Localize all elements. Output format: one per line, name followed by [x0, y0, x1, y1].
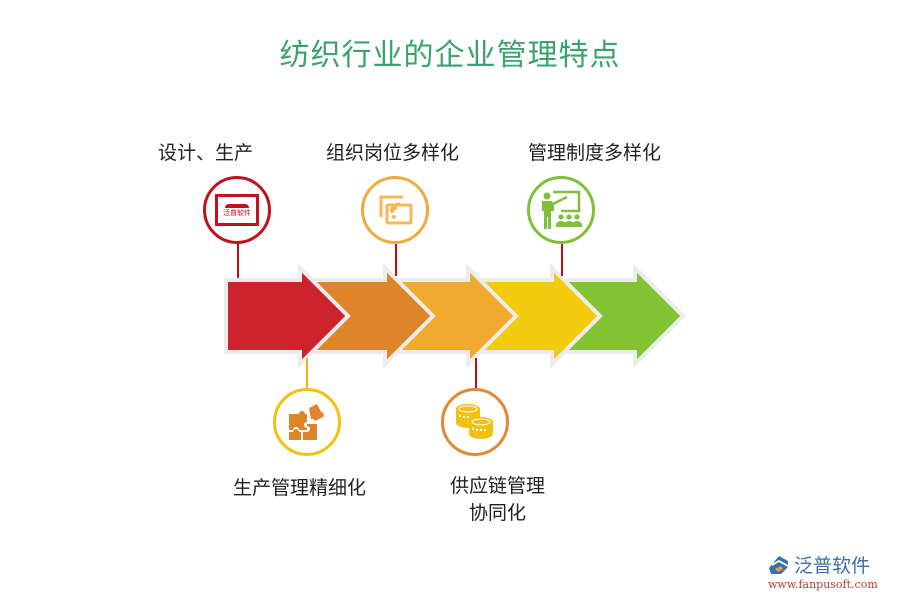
- brand-mark-icon: [769, 555, 788, 574]
- step-1-label: 设计、生产: [158, 142, 254, 164]
- coins-icon: [456, 404, 493, 439]
- brand-url: www.fanpusoft.com: [768, 578, 878, 591]
- step-1-connector: [237, 240, 239, 278]
- step-2-circle: [273, 388, 341, 456]
- step-3-label: 组织岗位多样化: [326, 142, 460, 164]
- brand-logo-icon: 泛普软件: [215, 194, 259, 226]
- step-1-circle: 泛普软件: [203, 176, 271, 244]
- brand-logo: 泛普软件 www.fanpusoft.com: [768, 551, 893, 591]
- step-2-connector: [306, 358, 308, 390]
- step-3-connector: [395, 244, 397, 276]
- arrow-step-1: [224, 263, 351, 369]
- brand-name: 泛普软件: [794, 555, 871, 577]
- step-4-label-line2: 协同化: [469, 502, 527, 524]
- step-3-circle: [361, 176, 429, 244]
- step-5-connector: [561, 244, 563, 276]
- step-4-label: 供应链管理 协同化: [450, 473, 545, 527]
- step-5-circle: [527, 176, 595, 244]
- puzzle-icon: [289, 404, 324, 440]
- step-5-label: 管理制度多样化: [528, 142, 662, 164]
- presentation-teacher-icon: [542, 190, 582, 229]
- page-title: 纺织行业的企业管理特点: [279, 38, 621, 73]
- step-4-connector: [475, 358, 477, 390]
- screen-cast-icon: [379, 195, 413, 225]
- step-4-label-line1: 供应链管理: [450, 475, 546, 497]
- step-4-circle: [441, 388, 509, 456]
- brand-logo-text: 泛普软件: [223, 208, 251, 217]
- step-2-label: 生产管理精细化: [233, 477, 367, 499]
